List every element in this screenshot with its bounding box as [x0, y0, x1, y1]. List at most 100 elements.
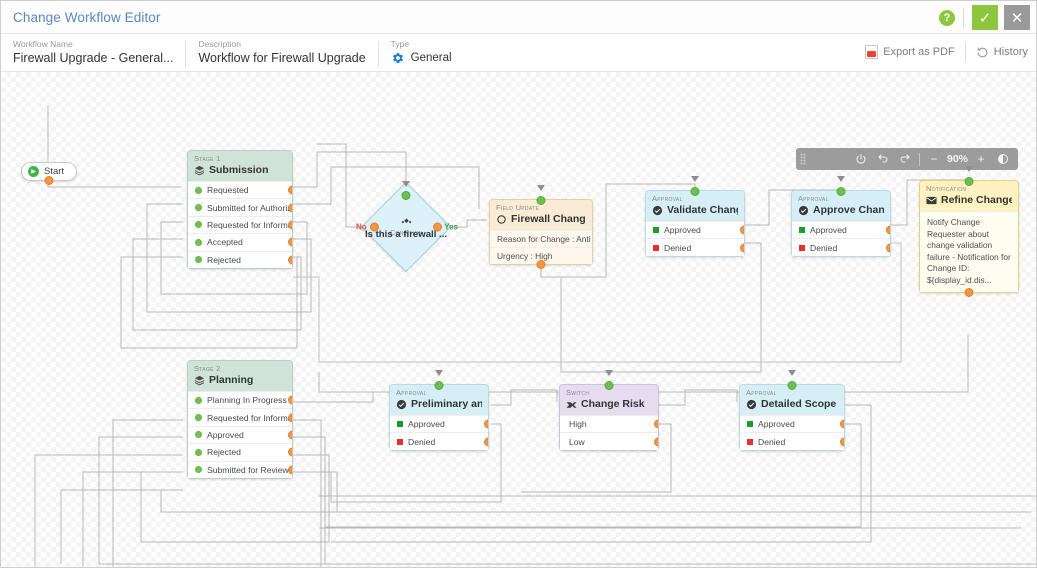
input-port-arrow: [837, 176, 845, 182]
node-row[interactable]: Rejected: [188, 250, 292, 268]
node-stage-planning[interactable]: Stage 2 Planning Planning In Progress Re…: [187, 360, 293, 479]
close-button[interactable]: ✕: [1004, 5, 1030, 30]
row-label: Denied: [810, 242, 838, 253]
node-row[interactable]: Accepted: [188, 233, 292, 251]
input-port-arrow: [965, 166, 973, 172]
output-port[interactable]: [964, 287, 974, 297]
node-row[interactable]: Approved: [390, 415, 488, 433]
node-kind-label: Notification: [926, 184, 967, 193]
node-row[interactable]: Denied: [792, 238, 890, 256]
output-port[interactable]: [839, 437, 844, 447]
input-port-arrow: [537, 185, 545, 191]
workflow-name-field[interactable]: Workflow Name Firewall Upgrade - General…: [1, 38, 185, 66]
output-port[interactable]: [653, 419, 658, 429]
export-as-pdf-button[interactable]: Export as PDF: [865, 45, 955, 59]
node-row[interactable]: Approved: [792, 221, 890, 239]
input-port[interactable]: [787, 380, 797, 390]
node-condition-firewall[interactable]: Condition Is this a firewall ... No Yes: [356, 181, 458, 273]
output-port[interactable]: [287, 413, 292, 423]
node-header: Approval Detailed Scope of...: [740, 385, 844, 415]
node-row[interactable]: Requested for Informat...: [188, 215, 292, 234]
input-port[interactable]: [434, 380, 444, 390]
node-approval-validate-change[interactable]: Approval Validate Change ... Approved De…: [645, 176, 745, 257]
row-label: Approved: [810, 225, 847, 236]
power-reset-icon[interactable]: [850, 148, 872, 170]
output-port[interactable]: [287, 185, 292, 195]
node-header: Stage 1 Submission: [188, 151, 292, 181]
output-port[interactable]: [536, 259, 546, 269]
node-switch-change-risk[interactable]: Switch Change Risk High Low: [559, 370, 659, 451]
title-bar: Change Workflow Editor ? ✓ ✕: [1, 1, 1036, 34]
status-dot: [195, 466, 202, 474]
node-row[interactable]: Planning In Progress: [188, 391, 292, 409]
row-label: Approved: [408, 419, 445, 430]
output-port[interactable]: [287, 255, 292, 265]
node-title-text: Detailed Scope of...: [761, 398, 838, 410]
condition-input-port[interactable]: [401, 191, 411, 200]
node-approval-preliminary-analysis[interactable]: Approval Preliminary analy... Approved D…: [389, 370, 489, 451]
node-row[interactable]: Requested for Informat...: [188, 408, 292, 426]
node-row[interactable]: Denied: [646, 238, 744, 256]
node-title: Firewall Change fi...: [496, 212, 586, 226]
start-node[interactable]: ▶ Start: [21, 162, 78, 185]
workflow-canvas[interactable]: − 90% + ▶ Start Stage 1 Submission Reque: [1, 72, 1036, 567]
workflow-type-field[interactable]: Type General: [379, 38, 464, 66]
zoom-in-button[interactable]: +: [977, 152, 985, 166]
fit-to-screen-icon[interactable]: [992, 148, 1014, 170]
output-port[interactable]: [287, 203, 292, 213]
output-port[interactable]: [739, 225, 744, 235]
undo-icon[interactable]: [872, 148, 894, 170]
node-field-update[interactable]: Field Update Firewall Change fi... Reaso…: [489, 185, 593, 269]
output-port[interactable]: [287, 395, 292, 405]
output-port[interactable]: [885, 243, 890, 253]
output-port[interactable]: [287, 430, 292, 440]
drag-handle-icon[interactable]: [796, 148, 810, 170]
help-icon[interactable]: ?: [939, 9, 955, 26]
condition-no-port[interactable]: [370, 222, 379, 232]
node-row[interactable]: Submitted for Review: [188, 460, 292, 478]
output-port[interactable]: [483, 437, 488, 447]
output-port[interactable]: [287, 447, 292, 457]
node-row[interactable]: Denied: [390, 432, 488, 450]
node-stage-submission[interactable]: Stage 1 Submission Requested Submitted f…: [187, 150, 293, 269]
output-port[interactable]: [739, 243, 744, 253]
node-row[interactable]: Rejected: [188, 443, 292, 461]
output-port[interactable]: [287, 220, 292, 230]
history-button[interactable]: History: [976, 46, 1028, 59]
output-port[interactable]: [483, 419, 488, 429]
condition-no-label: No: [356, 222, 367, 232]
node-row[interactable]: Approved: [646, 221, 744, 239]
node-title: Validate Change ...: [652, 203, 738, 217]
canvas-zoom-toolbar[interactable]: − 90% +: [796, 148, 1018, 170]
save-button[interactable]: ✓: [972, 5, 998, 30]
output-port[interactable]: [287, 465, 292, 475]
input-port[interactable]: [690, 186, 700, 196]
workflow-description-value: Workflow for Firewall Upgrade: [198, 51, 366, 65]
condition-yes-port[interactable]: [433, 222, 442, 232]
workflow-description-field[interactable]: Description Workflow for Firewall Upgrad…: [186, 38, 377, 66]
output-port[interactable]: [653, 437, 658, 447]
node-row[interactable]: Denied: [740, 432, 844, 450]
input-port[interactable]: [536, 195, 546, 205]
node-title-text: Refine Change &...: [941, 194, 1012, 206]
node-approval-approve-change[interactable]: Approval Approve Change ... Approved Den…: [791, 176, 891, 257]
start-output-port[interactable]: [44, 175, 54, 185]
output-port[interactable]: [839, 419, 844, 429]
input-port[interactable]: [604, 380, 614, 390]
zoom-out-button[interactable]: −: [930, 152, 938, 166]
node-row[interactable]: High: [560, 415, 658, 433]
input-port[interactable]: [964, 176, 974, 186]
node-notification-refine-change[interactable]: Notification Refine Change &... Notify C…: [919, 166, 1019, 297]
node-row[interactable]: Submitted for Authoriza...: [188, 198, 292, 216]
output-port[interactable]: [885, 225, 890, 235]
node-approval-detailed-scope[interactable]: Approval Detailed Scope of... Approved D…: [739, 370, 845, 451]
redo-icon[interactable]: [894, 148, 916, 170]
row-label: Rejected: [207, 254, 241, 265]
input-port[interactable]: [836, 186, 846, 196]
node-title: Approve Change ...: [798, 203, 884, 217]
node-row[interactable]: Requested: [188, 181, 292, 199]
node-row[interactable]: Approved: [188, 425, 292, 444]
node-row[interactable]: Low: [560, 432, 658, 450]
node-row[interactable]: Approved: [740, 415, 844, 433]
output-port[interactable]: [287, 237, 292, 247]
